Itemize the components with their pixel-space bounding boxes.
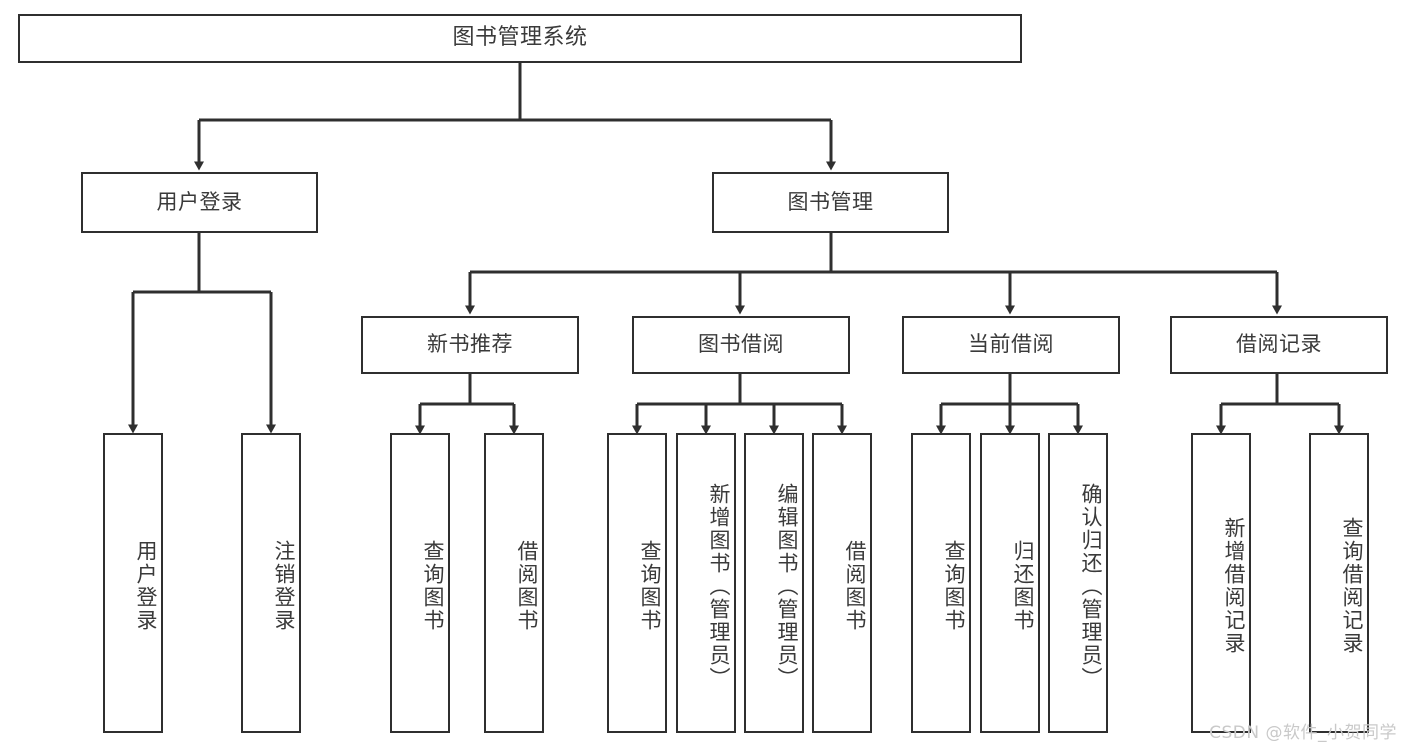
- node-label: 注销登录: [272, 540, 296, 632]
- node-label: 新书推荐: [427, 332, 513, 357]
- node-label: 查询图书: [638, 540, 662, 632]
- node-leaf-confirm-return-admin[interactable]: 确认归还（管理员）: [1048, 433, 1108, 733]
- node-leaf-query-book-current[interactable]: 查询图书: [911, 433, 971, 733]
- node-leaf-query-book-borrow[interactable]: 查询图书: [607, 433, 667, 733]
- node-root-book-management-system[interactable]: 图书管理系统: [18, 14, 1022, 63]
- node-label: 编辑图书（管理员）: [775, 482, 799, 690]
- node-current-borrowing[interactable]: 当前借阅: [902, 316, 1120, 374]
- node-label: 查询图书: [421, 540, 445, 632]
- node-new-book-recommendation[interactable]: 新书推荐: [361, 316, 579, 374]
- node-leaf-borrow-book[interactable]: 借阅图书: [812, 433, 872, 733]
- node-label: 归还图书: [1011, 540, 1035, 632]
- node-label: 查询图书: [942, 540, 966, 632]
- node-label: 确认归还（管理员）: [1079, 482, 1103, 690]
- node-leaf-logout-login[interactable]: 注销登录: [241, 433, 301, 733]
- node-label: 查询借阅记录: [1340, 517, 1364, 655]
- node-leaf-add-book-admin[interactable]: 新增图书（管理员）: [676, 433, 736, 733]
- node-leaf-return-book[interactable]: 归还图书: [980, 433, 1040, 733]
- node-label: 当前借阅: [968, 332, 1054, 357]
- node-label: 图书借阅: [698, 332, 784, 357]
- node-label: 图书管理系统: [452, 25, 588, 51]
- node-leaf-query-borrow-record[interactable]: 查询借阅记录: [1309, 433, 1369, 733]
- node-leaf-borrow-book-rec[interactable]: 借阅图书: [484, 433, 544, 733]
- node-label: 借阅图书: [843, 540, 867, 632]
- node-label: 新增图书（管理员）: [707, 482, 731, 690]
- node-label: 借阅图书: [515, 540, 539, 632]
- node-leaf-query-book-rec[interactable]: 查询图书: [390, 433, 450, 733]
- node-borrow-record[interactable]: 借阅记录: [1170, 316, 1388, 374]
- node-label: 用户登录: [134, 540, 158, 632]
- node-label: 用户登录: [156, 189, 243, 214]
- node-book-borrowing[interactable]: 图书借阅: [632, 316, 850, 374]
- watermark-text: CSDN @软件_小贺同学: [1209, 723, 1397, 743]
- node-leaf-add-borrow-record[interactable]: 新增借阅记录: [1191, 433, 1251, 733]
- node-label: 借阅记录: [1236, 332, 1322, 357]
- node-label: 新增借阅记录: [1222, 517, 1246, 655]
- node-leaf-user-login[interactable]: 用户登录: [103, 433, 163, 733]
- node-user-login[interactable]: 用户登录: [81, 172, 318, 233]
- node-label: 图书管理: [787, 189, 874, 214]
- node-book-management[interactable]: 图书管理: [712, 172, 949, 233]
- node-leaf-edit-book-admin[interactable]: 编辑图书（管理员）: [744, 433, 804, 733]
